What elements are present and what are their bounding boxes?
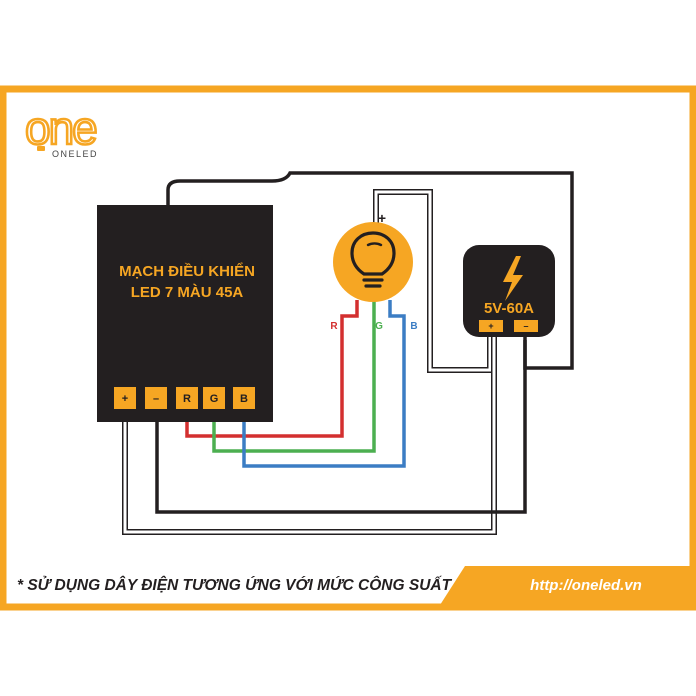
oneled-logo: one ONELED <box>24 101 100 159</box>
controller-terminal-minus: – <box>145 387 167 409</box>
led-bulb: + R G B <box>330 210 417 332</box>
power-supply: 5V-60A + – <box>463 245 555 337</box>
wire-red <box>185 300 359 438</box>
footer-url[interactable]: http://oneled.vn <box>530 577 642 594</box>
bulb-label-r: R <box>330 321 338 332</box>
controller-terminal-b: B <box>233 387 255 409</box>
wire-top-black <box>166 171 574 370</box>
controller-terminal-g: G <box>203 387 225 409</box>
psu-terminal-plus-label: + <box>488 321 493 331</box>
wire-plus-controller <box>122 332 497 535</box>
footer-note: * SỬ DỤNG DÂY ĐIỆN TƯƠNG ỨNG VỚI MỨC CÔN… <box>17 576 453 594</box>
orange-frame <box>0 85 696 611</box>
controller-terminal-r: R <box>176 387 198 409</box>
logo-mark: one <box>25 102 96 154</box>
psu-terminal-minus: – <box>514 320 538 332</box>
controller-title-line2: LED 7 MÀU 45A <box>131 284 244 301</box>
bulb-label-g: G <box>375 321 383 332</box>
controller-terminal-r-label: R <box>183 393 191 405</box>
bulb-plus-label: + <box>378 210 386 226</box>
power-supply-label: 5V-60A <box>484 300 534 317</box>
controller-terminal-b-label: B <box>240 393 248 405</box>
psu-terminal-minus-label: – <box>523 321 528 331</box>
controller-title-line1: MẠCH ĐIỀU KHIỂN <box>119 262 255 280</box>
lightbulb-icon <box>350 231 396 288</box>
wire-blue <box>242 300 406 468</box>
logo-sub: ONELED <box>52 149 98 159</box>
controller-terminal-g-label: G <box>210 393 219 405</box>
bulb-label-b: B <box>410 321 417 332</box>
lightning-bolt-icon <box>503 256 523 301</box>
controller-terminal-minus-label: – <box>153 393 159 405</box>
footer-banner: * SỬ DỤNG DÂY ĐIỆN TƯƠNG ỨNG VỚI MỨC CÔN… <box>17 566 696 605</box>
controller-terminal-plus: + <box>114 387 136 409</box>
psu-terminal-plus: + <box>479 320 503 332</box>
wire-green <box>212 300 376 453</box>
controller-box: MẠCH ĐIỀU KHIỂN LED 7 MÀU 45A + – R G B <box>97 205 273 422</box>
wire-plus-bulb <box>373 189 493 373</box>
controller-terminal-plus-label: + <box>122 393 128 405</box>
wire-minus <box>155 332 527 514</box>
